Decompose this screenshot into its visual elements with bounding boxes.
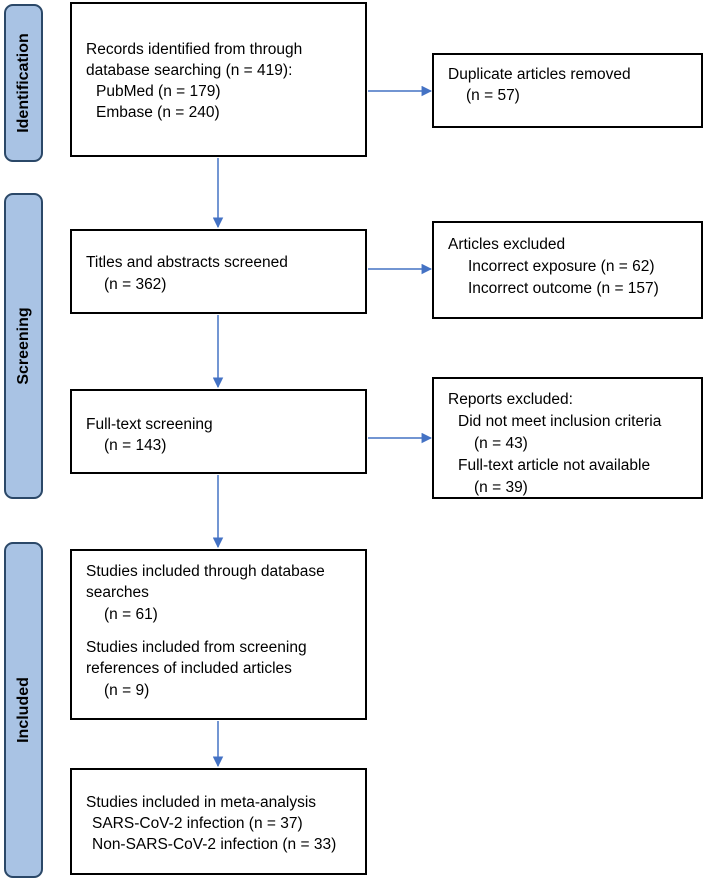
studies-included-db-count: (n = 61) bbox=[104, 606, 158, 623]
phase-screening: Screening bbox=[4, 193, 43, 499]
duplicates-removed-count: (n = 57) bbox=[466, 87, 520, 104]
studies-included-box: Studies included through database search… bbox=[70, 549, 367, 720]
records-identified-pubmed: PubMed (n = 179) bbox=[96, 83, 221, 100]
reports-excluded-criteria: Did not meet inclusion criteria bbox=[458, 413, 662, 430]
meta-analysis-box: Studies included in meta-analysis SARS-C… bbox=[70, 768, 367, 875]
studies-included-ref-line-1: Studies included from screening bbox=[86, 639, 307, 656]
reports-excluded-unavailable-count: (n = 39) bbox=[474, 479, 528, 496]
articles-excluded-title: Articles excluded bbox=[448, 236, 566, 253]
full-text-screening-line-1: Full-text screening bbox=[86, 416, 213, 433]
duplicates-removed-box: Duplicate articles removed (n = 57) bbox=[432, 53, 703, 128]
titles-abstracts-line-1: Titles and abstracts screened bbox=[86, 254, 288, 271]
full-text-screening-count: (n = 143) bbox=[104, 437, 167, 454]
duplicates-removed-line-1: Duplicate articles removed bbox=[448, 66, 631, 83]
studies-included-db-line-2: searches bbox=[86, 584, 149, 601]
meta-analysis-title: Studies included in meta-analysis bbox=[86, 794, 317, 811]
studies-included-ref-count: (n = 9) bbox=[104, 682, 150, 699]
articles-excluded-outcome: Incorrect outcome (n = 157) bbox=[468, 280, 659, 297]
articles-excluded-exposure: Incorrect exposure (n = 62) bbox=[468, 258, 655, 275]
meta-analysis-sars: SARS-CoV-2 infection (n = 37) bbox=[92, 815, 303, 832]
studies-included-db-line-1: Studies included through database bbox=[86, 563, 325, 580]
reports-excluded-box: Reports excluded: Did not meet inclusion… bbox=[432, 377, 703, 499]
reports-excluded-unavailable: Full-text article not available bbox=[458, 457, 651, 474]
studies-included-ref-line-2: references of included articles bbox=[86, 660, 292, 677]
full-text-screening-box: Full-text screening (n = 143) bbox=[70, 389, 367, 474]
records-identified-line-1: Records identified from through bbox=[86, 41, 303, 58]
phase-included: Included bbox=[4, 542, 43, 878]
records-identified-box: Records identified from through database… bbox=[70, 2, 367, 157]
reports-excluded-title: Reports excluded: bbox=[448, 391, 573, 408]
reports-excluded-criteria-count: (n = 43) bbox=[474, 435, 528, 452]
meta-analysis-non-sars: Non-SARS-CoV-2 infection (n = 33) bbox=[92, 836, 337, 853]
titles-abstracts-box: Titles and abstracts screened (n = 362) bbox=[70, 229, 367, 314]
articles-excluded-box: Articles excluded Incorrect exposure (n … bbox=[432, 221, 703, 319]
records-identified-embase: Embase (n = 240) bbox=[96, 104, 220, 121]
records-identified-line-2: database searching (n = 419): bbox=[86, 62, 293, 79]
phase-identification: Identification bbox=[4, 4, 43, 162]
titles-abstracts-count: (n = 362) bbox=[104, 276, 167, 293]
